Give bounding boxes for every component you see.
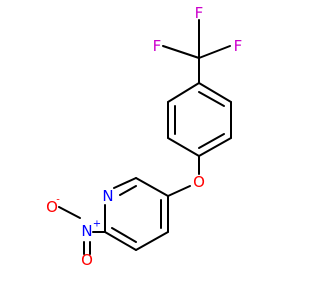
bond-pyridine-n-c6-inner: [119, 185, 137, 196]
bond-benzene-1-inner: [198, 91, 225, 107]
molecule-structure-diagram: F F F O N N + O - O: [46, 4, 242, 269]
bond-pyridine-c3-c2: [104, 231, 137, 251]
bond-benzene-3-inner: [198, 133, 225, 149]
atom-n-pyridine: N: [102, 187, 113, 205]
atom-n-nitro-charge: +: [93, 219, 101, 230]
bond-pyridine-n-c6: [113, 177, 137, 189]
atom-n-nitro: N: [81, 222, 92, 240]
bond-benzene-6: [167, 82, 200, 103]
bond-o-ether-pyridine: [167, 185, 191, 197]
bond-pyridine-c6-c5: [135, 177, 169, 197]
atom-f1: F: [195, 4, 204, 22]
atom-o-ether: O: [193, 173, 205, 191]
bond-c-f2: [162, 45, 200, 59]
bond-c-f3: [198, 45, 231, 59]
bond-pyridine-c3-c2-inner: [111, 227, 137, 243]
atom-f2: F: [153, 37, 162, 55]
bond-n-nitro-o-single: [58, 206, 81, 219]
bond-benzene-3: [198, 137, 232, 157]
bond-pyridine-c4-c3: [135, 231, 169, 251]
atom-f3: F: [234, 37, 243, 55]
bond-benzene-1: [198, 82, 232, 103]
atom-o-nitro-single: O: [46, 198, 58, 216]
bonds-layer: [58, 19, 232, 255]
atom-o-nitro-double: O: [81, 251, 93, 269]
atom-o-nitro-single-charge: -: [56, 195, 60, 206]
atoms-layer: F F F O N N + O - O: [46, 4, 242, 269]
bond-benzene-4: [167, 137, 200, 157]
